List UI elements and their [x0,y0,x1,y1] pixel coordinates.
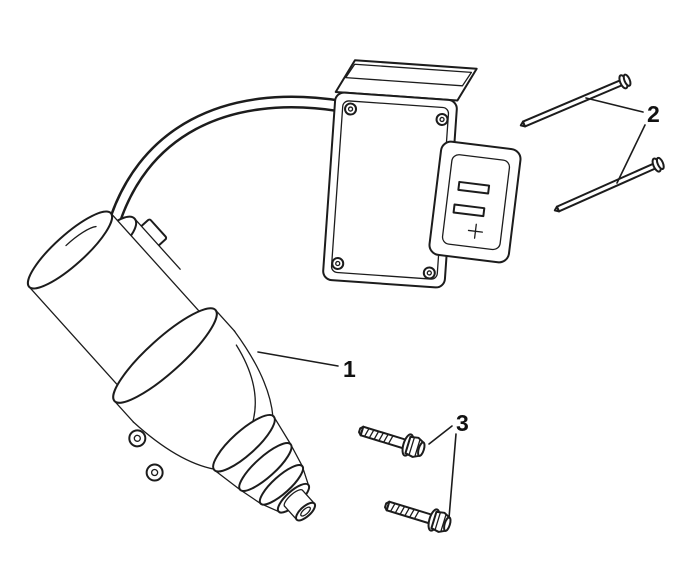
callout-2-leader-upper [585,97,644,113]
callout-2-label: 2 [647,101,660,127]
callout-1: 1 [257,351,356,382]
callout-2-leader-lower [616,124,646,184]
callout-2: 2 [585,97,660,184]
relay-connector-socket [428,140,522,264]
starter-motor [26,210,317,522]
relay-connector-pins [452,180,491,239]
callout-3-label: 3 [456,410,469,436]
motor-pinion-nose [212,414,317,522]
callout-3: 3 [428,410,469,519]
long-bolt-upper [519,73,632,128]
callout-3-leader-upper [428,425,453,445]
callout-3-leader-lower [448,433,457,519]
long-bolt-lower [553,156,665,213]
relay-box [322,59,522,289]
callout-1-label: 1 [343,356,356,382]
motor-mount-flange [112,307,237,425]
flange-bolt-upper [358,425,426,458]
callout-1-leader [257,351,339,367]
power-cable [105,95,347,237]
flange-bolt-lower [384,500,452,533]
